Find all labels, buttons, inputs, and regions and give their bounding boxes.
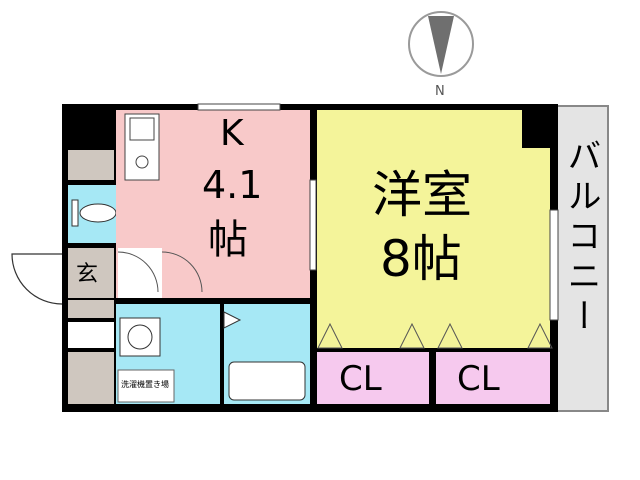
kitchen-unit: 帖 (208, 217, 248, 263)
western-room-size: 8帖 (380, 230, 462, 288)
western-room (317, 110, 550, 348)
closet-left-label: CL (339, 359, 382, 399)
western-room-name: 洋室 (372, 166, 472, 224)
balcony-label: バルコニー (561, 138, 601, 338)
entrance-area (68, 248, 114, 298)
kitchen-size: 4.1 (202, 163, 263, 207)
laundry-area (117, 369, 175, 403)
entrance-label: 玄 (76, 262, 99, 287)
balcony-area (556, 105, 609, 412)
kitchen-letter: K (220, 113, 244, 154)
closet-left (317, 352, 429, 404)
closet-right-label: CL (457, 359, 500, 399)
left-storage-bottom (68, 352, 114, 404)
left-storage-top (68, 150, 114, 180)
closet-right (436, 352, 550, 404)
compass-north-label: N (435, 84, 445, 99)
laundry-label: 洗濯機置き場 (121, 380, 169, 389)
